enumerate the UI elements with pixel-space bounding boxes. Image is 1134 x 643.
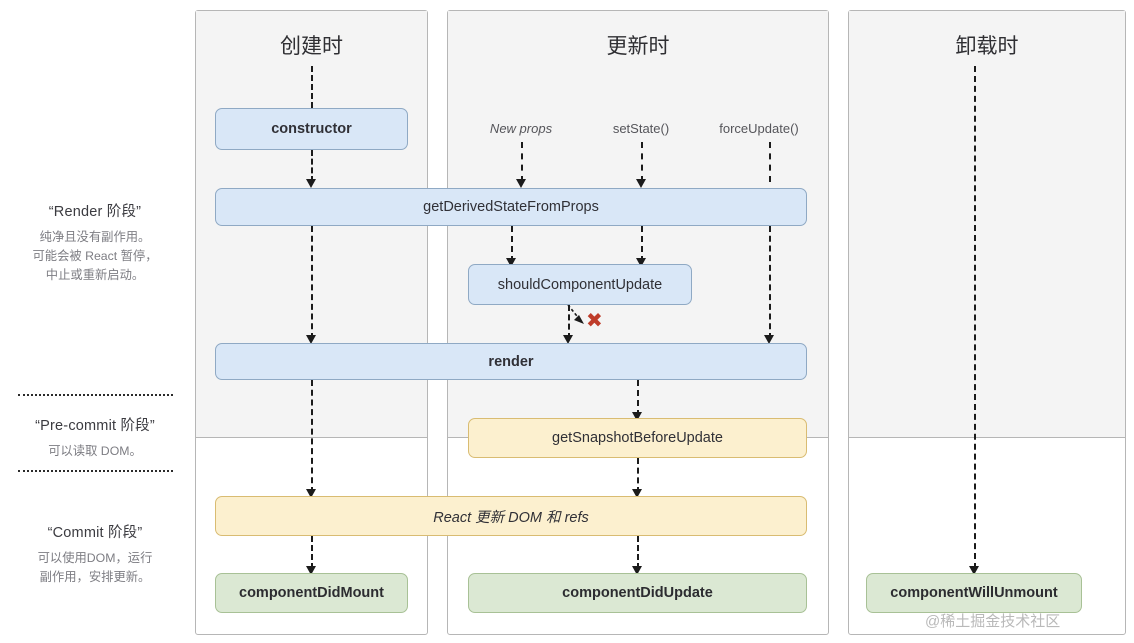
skip-render-x-icon: ✖: [586, 310, 603, 332]
arrowhead-new-props-to-gdsfp: [516, 179, 526, 188]
connector-scu-to-render: [568, 305, 570, 339]
box-react-updates-dom-and-refs[interactable]: React 更新 DOM 和 refs: [215, 496, 807, 536]
arrowhead-force-update-to-render: [764, 335, 774, 344]
connector-scu-skip-branch: [567, 304, 584, 324]
connector-gdsfp-to-scu-left: [511, 226, 513, 262]
arrowhead-render-to-react-dom: [306, 489, 316, 498]
connector-snapshot-to-react-dom: [637, 458, 639, 493]
arrowhead-constructor-to-gdsfp: [306, 179, 316, 188]
phase-block-commit: “Commit 阶段” 可以使用DOM，运行 副作用，安排更新。: [0, 521, 190, 587]
connector-render-to-snapshot: [637, 380, 639, 416]
box-component-did-mount[interactable]: componentDidMount: [215, 573, 408, 613]
box-constructor[interactable]: constructor: [215, 108, 408, 150]
arrowhead-gdsfp-to-render: [306, 335, 316, 344]
phase-desc-line: 纯净且没有副作用。: [39, 230, 151, 244]
panel-unmounting: [848, 10, 1126, 635]
arrowhead-gdsfp-to-scu-left: [506, 258, 516, 267]
phase-title-commit: “Commit 阶段”: [47, 525, 143, 541]
phase-desc-line: 可以读取 DOM。: [48, 444, 142, 458]
panel-title-updating: 更新时: [606, 35, 670, 58]
connector-set-state-to-gdsfp: [641, 142, 643, 182]
arrowhead-scu-to-render: [563, 335, 573, 344]
box-get-snapshot-before-update[interactable]: getSnapshotBeforeUpdate: [468, 418, 807, 458]
arrowhead-gdsfp-to-scu-right: [636, 258, 646, 267]
watermark: @稀土掘金技术社区: [925, 613, 1061, 630]
connector-react-dom-to-did-update: [637, 536, 639, 569]
connector-constructor-to-gdsfp: [311, 150, 313, 182]
trigger-new-props: New props: [489, 121, 553, 136]
skip-branch-arrowhead: [574, 315, 584, 324]
phase-desc-line: 副作用，安排更新。: [39, 570, 151, 584]
phase-desc-commit: 可以使用DOM，运行 副作用，安排更新。: [0, 549, 190, 587]
box-should-component-update[interactable]: shouldComponentUpdate: [468, 264, 692, 305]
arrowhead-set-state-to-gdsfp: [636, 179, 646, 188]
box-render[interactable]: render: [215, 343, 807, 380]
phase-block-render: “Render 阶段” 纯净且没有副作用。 可能会被 React 暂停， 中止或…: [0, 200, 190, 285]
connector-title-to-constructor: [311, 66, 313, 108]
box-get-derived-state-from-props[interactable]: getDerivedStateFromProps: [215, 188, 807, 226]
panel-title-unmounting: 卸载时: [955, 35, 1019, 58]
arrowhead-render-to-snapshot: [632, 412, 642, 421]
phase-divider-top: [18, 394, 173, 396]
connector-react-dom-to-did-mount: [311, 536, 313, 569]
connector-render-to-react-dom: [311, 380, 313, 493]
phase-desc-render: 纯净且没有副作用。 可能会被 React 暂停， 中止或重新启动。: [0, 228, 190, 285]
connector-unmount-title-to-will-unmount: [974, 66, 976, 569]
connector-gdsfp-to-scu-right: [641, 226, 643, 262]
phase-desc-line: 中止或重新启动。: [45, 268, 145, 282]
trigger-force-update: forceUpdate(): [719, 121, 799, 136]
phase-divider-bottom: [18, 470, 173, 472]
box-component-did-update[interactable]: componentDidUpdate: [468, 573, 807, 613]
connector-force-update-passthrough-top: [769, 142, 771, 182]
panel-title-mounting: 创建时: [280, 35, 343, 58]
connector-new-props-to-gdsfp: [521, 142, 523, 182]
phase-title-precommit: “Pre-commit 阶段”: [35, 418, 155, 434]
trigger-set-state: setState(): [612, 121, 670, 136]
phase-desc-line: 可以使用DOM，运行: [37, 551, 153, 565]
connector-gdsfp-to-render: [311, 226, 313, 339]
arrowhead-react-dom-to-did-mount: [306, 566, 316, 575]
connector-force-update-to-render: [769, 226, 771, 339]
phase-title-render: “Render 阶段”: [48, 204, 142, 220]
phase-desc-precommit: 可以读取 DOM。: [0, 442, 190, 461]
arrowhead-unmount-to-will-unmount: [969, 566, 979, 575]
arrowhead-react-dom-to-did-update: [632, 566, 642, 575]
phase-block-precommit: “Pre-commit 阶段” 可以读取 DOM。: [0, 414, 190, 461]
arrowhead-snapshot-to-react-dom: [632, 489, 642, 498]
phase-desc-line: 可能会被 React 暂停，: [32, 249, 158, 263]
phase-legend-column: “Render 阶段” 纯净且没有副作用。 可能会被 React 暂停， 中止或…: [0, 0, 190, 643]
panel-unmounting-render-region: [849, 11, 1125, 438]
box-component-will-unmount[interactable]: componentWillUnmount: [866, 573, 1082, 613]
